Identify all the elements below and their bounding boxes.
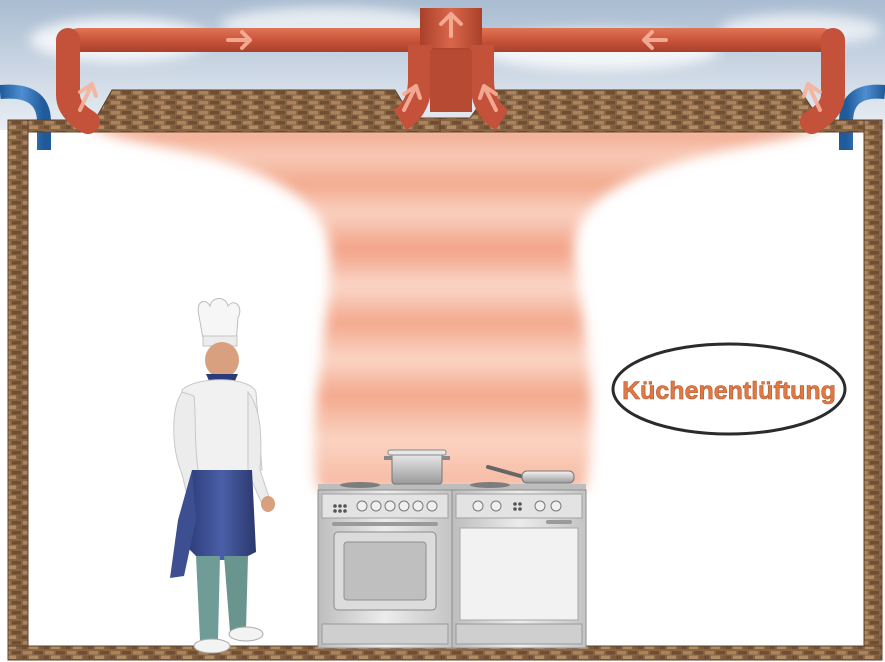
stove-icon — [318, 482, 586, 648]
kitchen-ventilation-label: Küchenentlüftung — [613, 344, 845, 434]
label-text: Küchenentlüftung — [622, 377, 836, 405]
pot-icon — [384, 450, 450, 484]
